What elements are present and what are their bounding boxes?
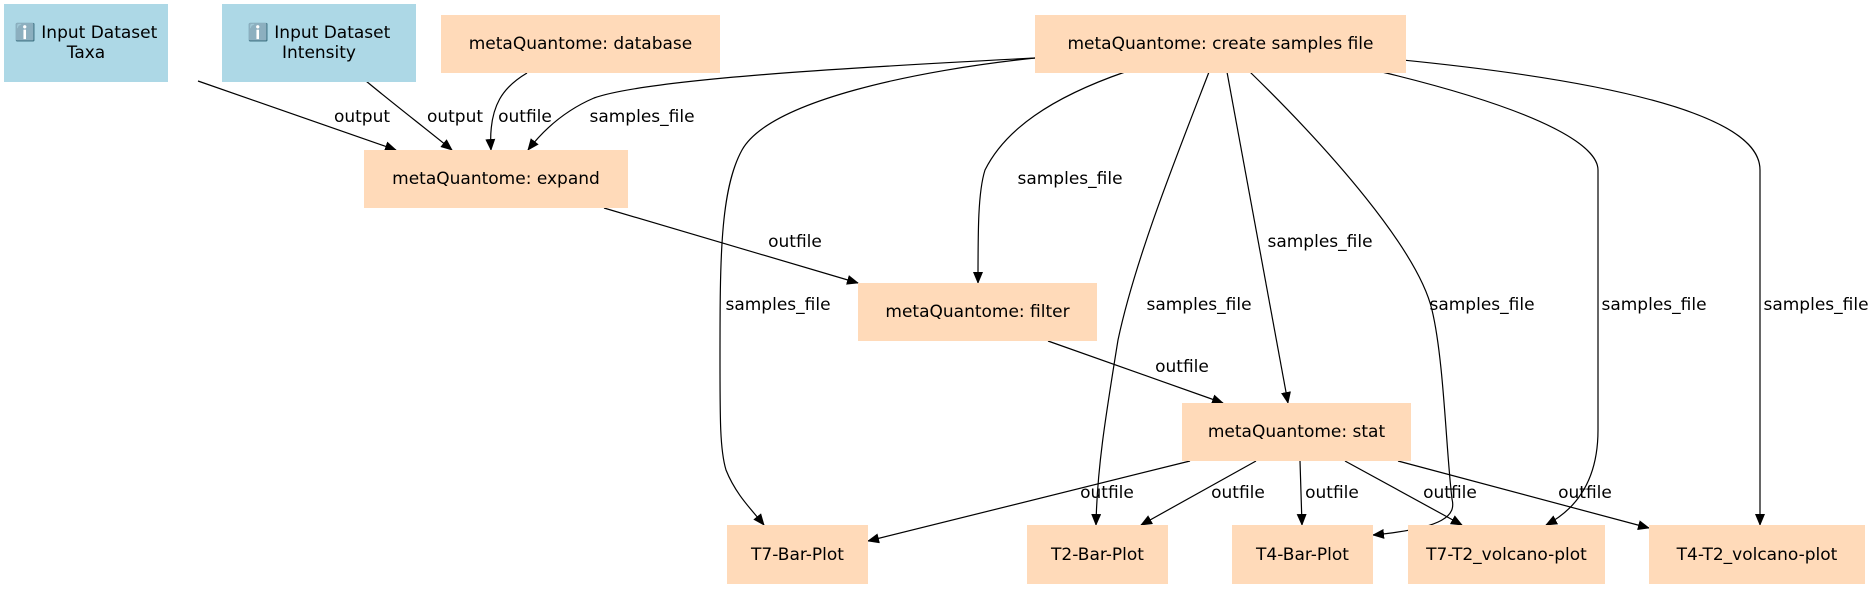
edge-label: outfile [498,107,552,127]
node-label-text: Input Dataset [274,23,391,43]
edge-expand-to-filter [603,207,859,285]
node-label: metaQuantome: database [468,34,693,54]
edge-stat-to-t7-t2-volcano [1344,460,1463,526]
edge-label: outfile [1211,483,1265,503]
edge-create-samples-to-expand [527,57,1036,151]
edge-input-intensity-to-expand [365,80,453,151]
edge-label: outfile [1155,357,1209,377]
edge-create-samples-to-t2-bar [1091,71,1210,526]
node-database: metaQuantome: database [441,15,720,73]
info-icon: ℹ️ [247,23,275,43]
edge-stat-to-t4-bar [1296,460,1307,526]
edge-label: outfile [768,232,822,252]
edge-create-samples-to-stat [1226,71,1291,404]
node-t4-bar: T4-Bar-Plot [1232,525,1373,584]
node-stat: metaQuantome: stat [1182,403,1411,461]
edge-create-samples-to-t4-bar [1249,71,1454,539]
edge-label: samples_file [1601,295,1706,315]
edge-create-samples-to-filter [973,71,1126,284]
node-label: metaQuantome: expand [392,169,600,189]
edge-label: samples_file [1146,295,1251,315]
node-filter: metaQuantome: filter [858,283,1097,341]
node-label: T7-Bar-Plot [751,544,844,565]
node-label-text: Input Dataset [41,23,158,43]
edge-label: output [334,107,390,127]
edge-label: samples_file [1017,169,1122,189]
node-t7-t2-volcano: T7-T2_volcano-plot [1408,525,1605,584]
node-label: T7-T2_volcano-plot [1426,544,1587,565]
edge-input-taxa-to-expand [197,80,397,152]
edge-label: outfile [1305,483,1359,503]
edge-database-to-expand [485,72,528,151]
node-label: Intensity [281,43,356,63]
edge-label: outfile [1558,483,1612,503]
edge-label: outfile [1080,483,1134,503]
node-t7-bar: T7-Bar-Plot [727,525,868,584]
edge-label: samples_file [589,107,694,127]
node-label: T4-Bar-Plot [1256,544,1349,565]
node-label: metaQuantome: create samples file [1067,34,1374,54]
edge-stat-to-t7-bar [867,460,1191,544]
node-label: T4-T2_volcano-plot [1676,544,1838,565]
node-label: Taxa [66,43,106,63]
edge-label: samples_file [1429,295,1534,315]
node-create-samples: metaQuantome: create samples file [1035,15,1406,73]
edge-label: samples_file [1763,295,1868,315]
node-label: ℹ️ Input Dataset [15,23,158,43]
node-expand: metaQuantome: expand [364,150,628,208]
edge-label: outfile [1423,483,1477,503]
edge-label: samples_file [725,295,830,315]
info-icon: ℹ️ [14,23,42,43]
edge-create-samples-to-t7-bar [719,57,1036,526]
node-label: metaQuantome: filter [885,302,1070,322]
node-label: ℹ️ Input Dataset [248,23,391,43]
edge-label: samples_file [1267,232,1372,252]
edge-stat-to-t2-bar [1140,460,1257,526]
node-label: metaQuantome: stat [1207,422,1386,442]
node-t2-bar: T2-Bar-Plot [1027,525,1168,584]
edge-create-samples-to-t4-t2-volcano [1381,57,1765,526]
node-label: T2-Bar-Plot [1051,544,1144,565]
node-t4-t2-volcano: T4-T2_volcano-plot [1649,525,1865,584]
edge-label: output [427,107,483,127]
edge-create-samples-to-t7-t2-volcano [1381,71,1599,526]
edge-stat-to-t4-t2-volcano [1397,460,1650,530]
edge-filter-to-stat [1047,340,1224,405]
